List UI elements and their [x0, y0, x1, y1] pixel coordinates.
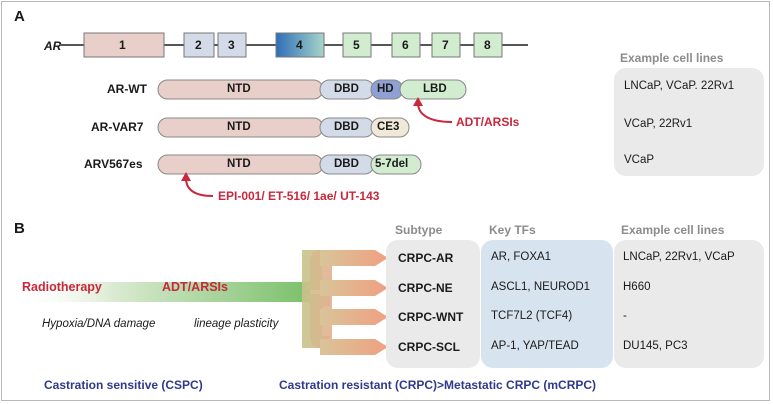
- tfs-crpc-wnt: TCF7L2 (TCF4): [491, 310, 573, 322]
- gene-label: AR: [44, 39, 62, 53]
- cell-lines-box-b: [614, 240, 764, 368]
- arv567-5-7del: [370, 154, 422, 175]
- exon-1: [83, 32, 165, 58]
- exon-6: [391, 32, 421, 58]
- cell-lines-ar-wt: LNCaP, VCaP. 22Rv1: [624, 80, 735, 92]
- tfs-crpc-scl: AP-1, YAP/TEAD: [491, 340, 579, 352]
- exon-num-6: 6: [402, 38, 409, 52]
- adt-arrow: [417, 102, 453, 123]
- exon-num-7: 7: [442, 38, 449, 52]
- ntd-inhibitors-label: EPI-001/ ET-516/ 1ae/ UT-143: [218, 189, 380, 203]
- exon-7: [431, 32, 461, 58]
- subtype-crpc-scl: CRPC-SCL: [398, 340, 460, 354]
- domain-lbd: LBD: [423, 83, 447, 95]
- adt-arsis-b-label: ADT/ARSIs: [162, 280, 228, 294]
- cells-crpc-wnt: -: [623, 310, 627, 322]
- domain-dbd: DBD: [334, 83, 359, 95]
- exon-3: [217, 32, 247, 58]
- subtype-crpc-ne: CRPC-NE: [398, 281, 453, 295]
- domain-ce3: CE3: [377, 121, 400, 133]
- panel-b-label: B: [14, 220, 25, 237]
- cell-lines-box-a: [614, 68, 764, 176]
- subtype-header: Subtype: [395, 223, 443, 237]
- arrow-crpc-ar: [320, 250, 388, 266]
- exon-num-2: 2: [195, 38, 202, 52]
- tfs-crpc-ne: ASCL1, NEUROD1: [491, 281, 591, 293]
- ar-wt-lbd: [399, 79, 467, 100]
- branch-trunk: [302, 250, 332, 348]
- cell-lines-arv567es: VCaP: [624, 154, 655, 166]
- domain-dbd: DBD: [334, 158, 359, 170]
- lineage-plasticity-label: lineage plasticity: [194, 318, 279, 330]
- radiotherapy-label: Radiotherapy: [22, 280, 102, 294]
- domain-ntd: NTD: [227, 83, 251, 95]
- tfs-crpc-ar: AR, FOXA1: [491, 251, 552, 263]
- exon-8: [473, 32, 503, 58]
- variant-ar-wt: AR-WT: [107, 82, 147, 96]
- adt-arsis-label: ADT/ARSIs: [456, 115, 520, 129]
- arrow-crpc-scl: [320, 339, 388, 355]
- cells-crpc-ne: H660: [623, 281, 651, 293]
- exon-5: [342, 32, 372, 58]
- domain-dbd: DBD: [334, 121, 359, 133]
- arrow-crpc-wnt: [320, 309, 388, 325]
- domain-ntd: NTD: [227, 121, 251, 133]
- variant-arv567es: ARV567es: [84, 157, 143, 171]
- crpc-label: Castration resistant (CRPC)>Metastatic C…: [279, 378, 597, 392]
- subtype-crpc-wnt: CRPC-WNT: [398, 310, 464, 324]
- domain-5-7del: 5-7del: [375, 158, 409, 170]
- exon-num-5: 5: [353, 38, 360, 52]
- cell-lines-header-a: Example cell lines: [620, 51, 724, 65]
- exon-num-8: 8: [484, 38, 491, 52]
- exon-num-3: 3: [228, 38, 235, 52]
- hypoxia-label: Hypoxia/DNA damage: [42, 318, 156, 330]
- exon-num-4: 4: [296, 38, 303, 52]
- exon-4: [275, 32, 325, 58]
- subtype-box: [386, 240, 480, 368]
- adt-arrowhead: [413, 97, 423, 106]
- cell-lines-ar-var7: VCaP, 22Rv1: [624, 118, 693, 130]
- exon-num-1: 1: [119, 38, 126, 52]
- ar-var7-ce3: [370, 117, 410, 138]
- panel-a-label: A: [14, 8, 25, 25]
- domain-ntd: NTD: [227, 158, 251, 170]
- cells-crpc-ar: LNCaP, 22Rv1, VCaP: [623, 251, 735, 263]
- exon-2: [183, 32, 215, 58]
- arrow-crpc-ne: [320, 280, 388, 296]
- cspc-label: Castration sensitive (CSPC): [44, 378, 203, 392]
- cell-lines-header-b: Example cell lines: [621, 223, 725, 237]
- key-tfs-box: [481, 240, 613, 368]
- variant-ar-var7: AR-VAR7: [91, 120, 144, 134]
- ntd-arrowhead: [181, 172, 191, 181]
- progression-gradient-bar: [10, 282, 310, 302]
- key-tfs-header: Key TFs: [489, 223, 536, 237]
- cells-crpc-scl: DU145, PC3: [623, 340, 688, 352]
- domain-hd: HD: [377, 83, 394, 95]
- subtype-crpc-ar: CRPC-AR: [398, 251, 454, 265]
